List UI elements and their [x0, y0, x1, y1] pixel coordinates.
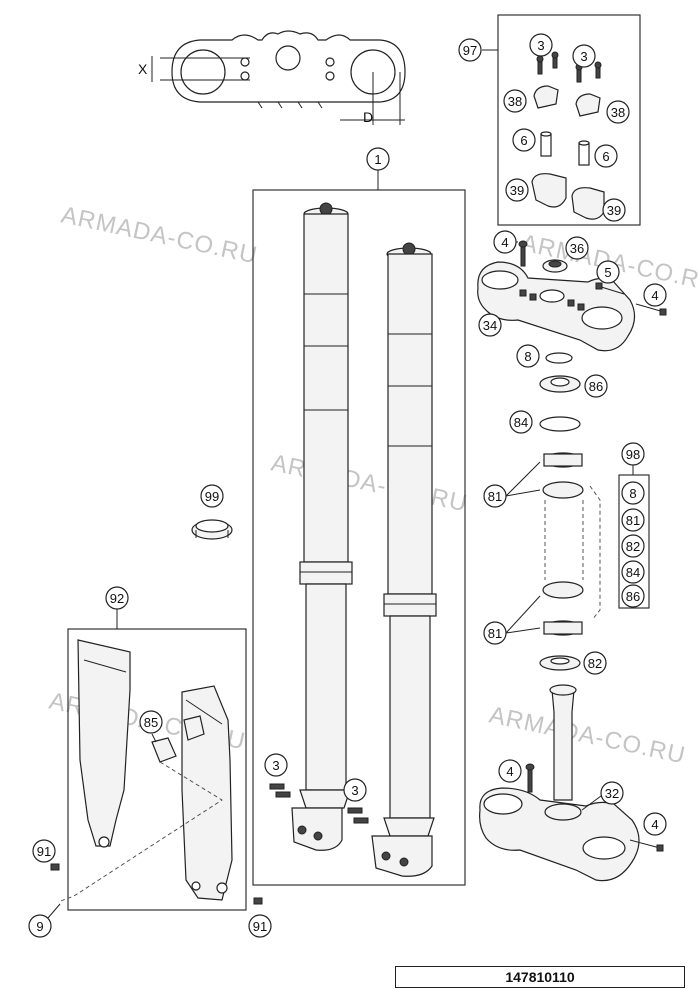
callout-98-label: 98 — [626, 447, 640, 462]
ring-99 — [191, 519, 233, 540]
callout-34: 34 — [478, 313, 502, 337]
callout-3-c: 3 — [264, 753, 288, 777]
callout-6-a: 6 — [512, 128, 536, 152]
callout-4-d-label: 4 — [651, 817, 658, 832]
fork-clamp-screws — [269, 783, 369, 824]
handlebar-clamp-parts — [531, 51, 605, 220]
callout-39-a: 39 — [505, 178, 529, 202]
callout-85-label: 85 — [144, 715, 158, 730]
bearing-kit-frame — [618, 474, 650, 609]
callout-3-a: 3 — [529, 33, 553, 57]
callout-86-label: 86 — [589, 379, 603, 394]
callout-92: 92 — [105, 586, 129, 629]
callout-4-d: 4 — [643, 812, 667, 836]
callout-4-a: 4 — [493, 230, 518, 254]
callout-4-c: 4 — [498, 759, 522, 783]
callout-84-label: 84 — [514, 415, 528, 430]
callout-92-label: 92 — [110, 591, 124, 606]
callout-3-b-label: 3 — [580, 49, 587, 64]
callout-91-a-label: 91 — [37, 844, 51, 859]
callout-4-c-label: 4 — [506, 764, 513, 779]
callout-36: 36 — [565, 236, 589, 260]
callout-9: 9 — [28, 903, 61, 938]
callout-85: 85 — [139, 710, 163, 743]
callout-5: 5 — [596, 260, 620, 284]
callout-38-b-label: 38 — [611, 105, 625, 120]
callout-4-a-label: 4 — [501, 235, 508, 250]
watermark-top-left: ARMADA-CO.RU — [59, 201, 260, 269]
watermark-center: ARMADA-CO.RU — [269, 449, 470, 517]
callout-84: 84 — [509, 410, 533, 434]
callout-91-a: 91 — [32, 839, 60, 871]
callout-98: 98 — [621, 442, 645, 475]
dimension-x-label: X — [138, 61, 148, 77]
callout-39-a-label: 39 — [510, 183, 524, 198]
callout-91-b: 91 — [248, 897, 272, 938]
callout-82: 82 — [583, 651, 607, 675]
callout-99: 99 — [200, 484, 224, 508]
callout-4-b: 4 — [643, 283, 667, 307]
callout-8-label: 8 — [524, 349, 531, 364]
kit-98-item-82: 82 — [626, 539, 640, 554]
callout-81-b-label: 81 — [488, 626, 502, 641]
callout-6-b: 6 — [594, 144, 618, 168]
callout-32: 32 — [581, 781, 624, 811]
callout-81-a-label: 81 — [488, 489, 502, 504]
kit-98-list: 8 81 82 84 86 — [621, 481, 645, 608]
callout-1: 1 — [366, 147, 390, 190]
callout-81-a: 81 — [483, 461, 541, 508]
drawing-number-box: 147810110 — [395, 966, 685, 988]
callout-9-label: 9 — [36, 919, 43, 934]
upper-triple-clamp — [477, 240, 667, 352]
callout-97: 97 — [458, 38, 498, 62]
callout-3-d-label: 3 — [351, 783, 358, 798]
callout-3-c-label: 3 — [272, 758, 279, 773]
kit-98-item-86: 86 — [626, 589, 640, 604]
fork-leg-left — [291, 202, 353, 851]
fork-protectors — [57, 639, 233, 903]
fork-protector-set-frame — [67, 628, 247, 911]
dimension-d-label: D — [363, 109, 373, 125]
callout-32-label: 32 — [605, 786, 619, 801]
callout-81-b: 81 — [483, 595, 541, 645]
triple-clamp-dimension-view: X D — [138, 30, 406, 125]
callout-97-label: 97 — [463, 43, 477, 58]
callout-38-a: 38 — [503, 89, 527, 113]
watermark-bottom-right: ARMADA-CO.RU — [487, 701, 688, 769]
fork-assembly-frame — [252, 189, 466, 886]
callout-86: 86 — [584, 374, 608, 398]
callout-38-b: 38 — [606, 100, 630, 124]
callout-6-b-label: 6 — [602, 149, 609, 164]
callout-1-label: 1 — [374, 152, 381, 167]
callout-91-b-label: 91 — [253, 919, 267, 934]
callout-4-b-label: 4 — [651, 288, 658, 303]
callout-99-label: 99 — [205, 489, 219, 504]
kit-98-item-81: 81 — [626, 513, 640, 528]
callout-39-b: 39 — [602, 198, 626, 222]
steering-bearing-stack — [539, 352, 601, 671]
callout-36-label: 36 — [570, 241, 584, 256]
callout-3-b: 3 — [572, 44, 596, 68]
kit-98-item-84: 84 — [626, 565, 640, 580]
callout-82-label: 82 — [588, 656, 602, 671]
fork-leg-right — [371, 242, 437, 877]
callout-8: 8 — [516, 344, 540, 368]
callout-3-d: 3 — [343, 778, 367, 802]
callout-6-a-label: 6 — [520, 133, 527, 148]
callout-34-label: 34 — [483, 318, 497, 333]
callout-39-b-label: 39 — [607, 203, 621, 218]
handlebar-clamp-set-frame — [497, 14, 641, 226]
lower-triple-clamp — [479, 684, 664, 882]
callout-5-label: 5 — [604, 265, 611, 280]
kit-98-item-8: 8 — [629, 486, 636, 501]
callout-3-a-label: 3 — [537, 38, 544, 53]
callout-38-a-label: 38 — [508, 94, 522, 109]
